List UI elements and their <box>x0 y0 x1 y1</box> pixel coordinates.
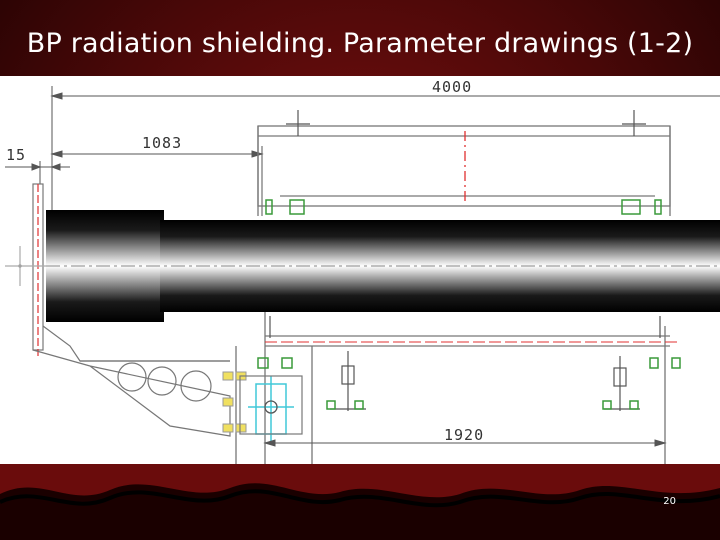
slide-title: BP radiation shielding. Parameter drawin… <box>26 28 694 59</box>
upper-shield-frame <box>257 125 671 216</box>
top-bolts <box>286 110 646 136</box>
dimension-label-15: 15 <box>6 146 27 164</box>
left-bracket <box>5 183 231 437</box>
green-bolts-lower <box>257 357 681 410</box>
mount-bracket <box>239 375 303 435</box>
drawing-canvas <box>5 86 720 464</box>
curtain-footer <box>0 464 720 540</box>
dimension-label-4000: 4000 <box>432 78 473 96</box>
green-bolts-upper <box>265 199 662 215</box>
dimension-15 <box>5 161 70 184</box>
engineering-drawing: 4000 1083 15 1920 <box>0 76 720 464</box>
dimension-label-1920: 1920 <box>444 426 485 444</box>
yellow-pads <box>222 371 247 433</box>
page-number: 20 <box>663 496 676 507</box>
dimension-1083 <box>50 146 264 216</box>
lower-bolts <box>269 316 661 411</box>
lower-shield-frame <box>235 312 670 464</box>
dimension-1920 <box>263 439 667 447</box>
dimension-label-1083: 1083 <box>142 134 183 152</box>
mount-hole <box>264 400 278 414</box>
cyan-mount-plate <box>248 376 294 442</box>
